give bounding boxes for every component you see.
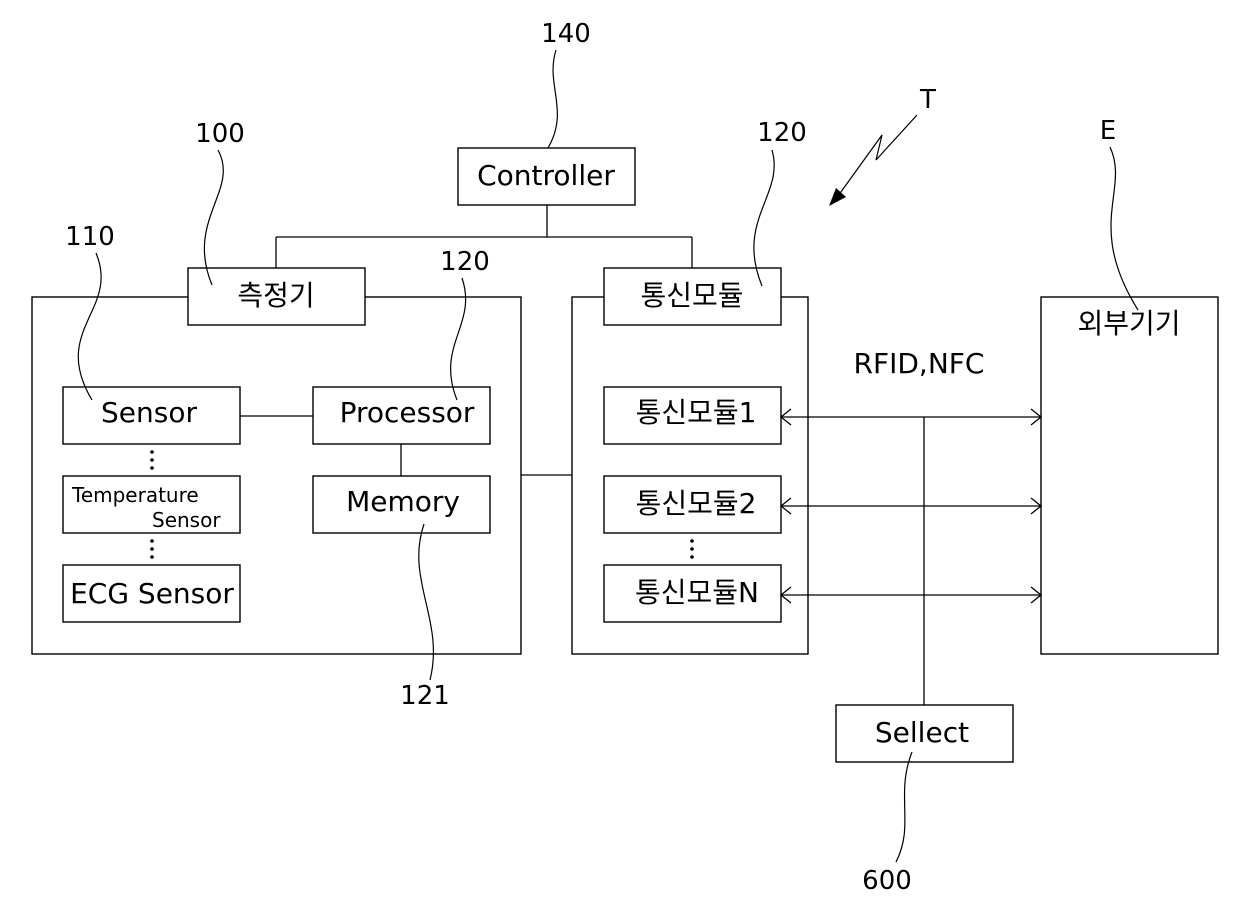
- ecg-sensor-label: ECG Sensor: [70, 577, 234, 610]
- protocol-label: RFID,NFC: [854, 347, 985, 380]
- leader-T-arrowhead: [829, 188, 846, 206]
- leader-T: [838, 115, 917, 196]
- external-device-label: 외부기기: [1077, 307, 1180, 340]
- temperature-label-line2: Sensor: [152, 508, 221, 532]
- leader-100: [204, 150, 223, 285]
- arrow-comm1-external: [781, 409, 1041, 425]
- ref-120-top: 120: [757, 118, 807, 148]
- ref-T: T: [919, 85, 936, 115]
- measurer-label: 측정기: [237, 279, 314, 312]
- ref-121: 121: [400, 681, 450, 711]
- ref-140: 140: [541, 19, 591, 49]
- sensor-label: Sensor: [101, 396, 197, 429]
- comm-module-2-label: 통신모듈2: [636, 487, 757, 520]
- processor-label: Processor: [340, 396, 475, 429]
- ref-110: 110: [65, 222, 115, 252]
- ref-100: 100: [195, 119, 245, 149]
- external-device-box: [1041, 297, 1218, 654]
- arrow-comm2-external: [781, 498, 1041, 514]
- ref-E: E: [1100, 116, 1116, 146]
- leader-600: [896, 752, 912, 862]
- comm-module-1-label: 통신모듈1: [636, 396, 757, 429]
- ref-600: 600: [862, 866, 912, 896]
- comm-ellipsis: [690, 539, 694, 559]
- sensor-ellipsis-upper: [150, 450, 154, 470]
- select-label: Sellect: [875, 716, 969, 749]
- leader-140: [548, 50, 557, 148]
- memory-label: Memory: [346, 485, 460, 518]
- leader-E: [1110, 147, 1138, 310]
- arrow-commn-external: [781, 587, 1041, 603]
- comm-module-n-label: 통신모듈N: [635, 576, 759, 609]
- leader-120-top: [754, 150, 774, 286]
- temperature-label-line1: Temperature: [71, 483, 199, 507]
- controller-label: Controller: [477, 159, 615, 192]
- comm-module-label: 통신모듈: [640, 279, 743, 312]
- sensor-ellipsis-lower: [150, 539, 154, 559]
- ref-120-processor: 120: [440, 247, 490, 277]
